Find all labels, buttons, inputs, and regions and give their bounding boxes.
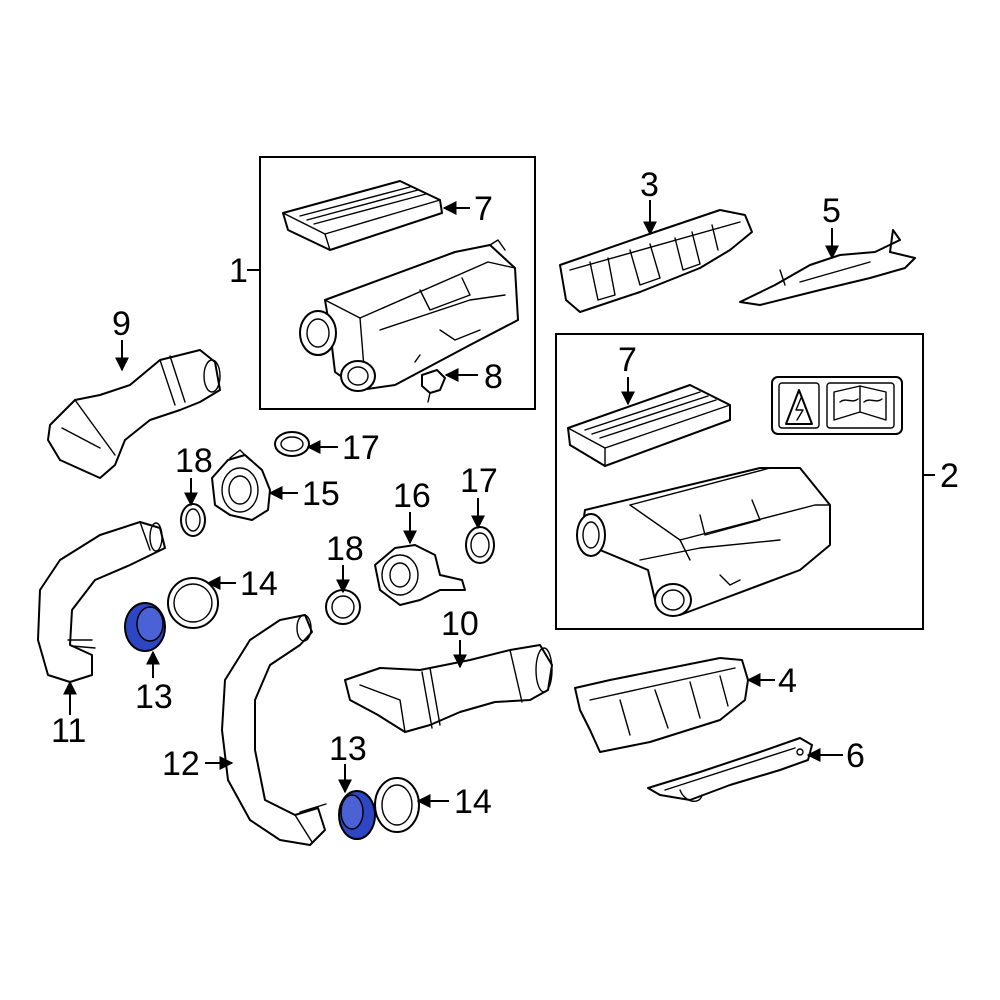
callout-2: 2 bbox=[940, 457, 959, 495]
duct-10[interactable] bbox=[344, 644, 553, 733]
callout-17-upper: 17 bbox=[342, 429, 380, 467]
sensor-8[interactable] bbox=[421, 369, 446, 403]
callout-7-box2: 7 bbox=[618, 341, 637, 379]
callout-7-top: 7 bbox=[474, 190, 493, 228]
clamp-14-lower[interactable] bbox=[374, 777, 420, 833]
callout-14-upper: 14 bbox=[240, 565, 278, 603]
air-filter-element-top[interactable] bbox=[282, 180, 443, 251]
shield-5[interactable] bbox=[739, 229, 916, 306]
callout-15: 15 bbox=[302, 475, 340, 513]
clamp-17-lower[interactable] bbox=[465, 526, 495, 564]
callout-8: 8 bbox=[484, 358, 503, 396]
seal-13-upper[interactable] bbox=[124, 602, 166, 652]
callout-18-lower: 18 bbox=[326, 530, 364, 568]
hose-12[interactable] bbox=[221, 614, 327, 846]
meter-housing-15[interactable] bbox=[211, 449, 271, 521]
air-filter-element-box2[interactable] bbox=[567, 384, 731, 467]
bracket-6[interactable] bbox=[647, 737, 813, 802]
callout-13-lower: 13 bbox=[329, 730, 367, 768]
assembly-1-frame bbox=[259, 156, 536, 410]
hose-11[interactable] bbox=[37, 521, 166, 683]
air-cleaner-housing-2[interactable] bbox=[576, 467, 831, 617]
clamp-17-upper[interactable] bbox=[274, 431, 310, 457]
callout-10: 10 bbox=[441, 605, 479, 643]
callout-14-lower: 14 bbox=[454, 783, 492, 821]
warning-label bbox=[771, 376, 903, 435]
callout-12: 12 bbox=[162, 745, 200, 783]
resonator-16[interactable] bbox=[374, 544, 466, 606]
assembly-2-frame bbox=[555, 333, 924, 630]
callout-17-lower: 17 bbox=[460, 462, 498, 500]
callout-5: 5 bbox=[822, 192, 841, 230]
callout-1: 1 bbox=[229, 252, 248, 290]
callout-3: 3 bbox=[640, 166, 659, 204]
callout-16: 16 bbox=[393, 477, 431, 515]
leader-lines bbox=[63, 200, 935, 808]
cover-3[interactable] bbox=[559, 209, 753, 313]
duct-9[interactable] bbox=[47, 349, 221, 479]
callout-11: 11 bbox=[51, 712, 86, 750]
callout-13-upper: 13 bbox=[135, 678, 173, 716]
callout-9: 9 bbox=[112, 305, 131, 343]
callout-18-upper: 18 bbox=[175, 442, 213, 480]
clamp-18-lower[interactable] bbox=[325, 589, 361, 625]
callout-4: 4 bbox=[778, 662, 797, 700]
clamp-18-upper[interactable] bbox=[180, 503, 206, 537]
air-cleaner-housing-1[interactable] bbox=[299, 239, 519, 392]
shield-4[interactable] bbox=[574, 657, 749, 753]
callout-6: 6 bbox=[846, 737, 865, 775]
seal-13-lower[interactable] bbox=[338, 790, 376, 840]
clamp-14-upper[interactable] bbox=[167, 577, 219, 629]
